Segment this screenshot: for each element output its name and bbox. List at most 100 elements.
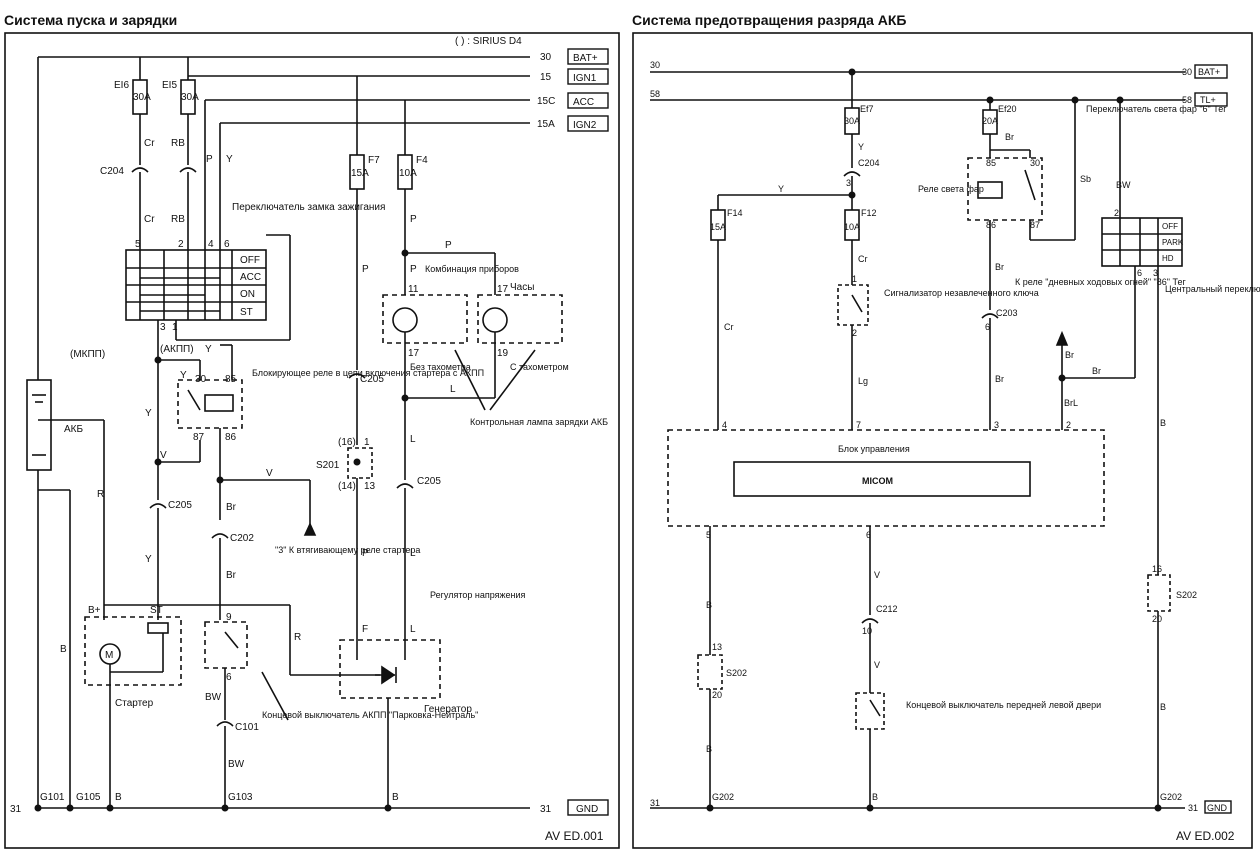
fuse-ef20-name: Ef20 [998, 104, 1017, 114]
wire-l-3: L [410, 548, 416, 559]
r-wire-cr-2: Cr [724, 322, 734, 332]
wire-v-2: V [266, 468, 273, 479]
motor-label: M [105, 650, 113, 661]
drl-label: К реле "дневных ходовых огней" "86" Тег [1015, 277, 1186, 287]
wire-f: F [362, 624, 368, 635]
r-splice-s202a: S202 [726, 668, 747, 678]
bus-num-31: 31 [540, 804, 552, 815]
r-wire-v-2: V [874, 660, 880, 670]
sw-pos-off: OFF [240, 255, 260, 266]
wire-rb-2: RB [171, 214, 185, 225]
wire-l-4: L [410, 624, 416, 635]
wire-b-3: B [392, 792, 399, 803]
r-wire-br-3: Br [995, 374, 1004, 384]
sw-row-off: OFF [1162, 222, 1178, 231]
right-panel-frame [632, 32, 1253, 849]
r-wire-br-5: Br [1092, 366, 1101, 376]
r-wire-y-2: Y [778, 184, 784, 194]
wire-y-1: Y [226, 154, 233, 165]
relay-pin-86: 86 [225, 432, 237, 443]
r-bus-30-left: 30 [650, 60, 660, 70]
r-pin-key1: 1 [852, 274, 857, 284]
r-wire-b-1: B [1160, 418, 1166, 428]
s202a-pin20: 20 [712, 690, 722, 700]
right-panel-id: AV ED.002 [1176, 829, 1235, 843]
r-wire-v-1: V [874, 570, 880, 580]
cu-pin-2: 2 [1066, 420, 1071, 430]
no-tach-label: Без тахометра [410, 362, 471, 372]
r-pin-key2: 2 [852, 328, 857, 338]
conn-c101: C101 [235, 722, 259, 733]
s201-pin-16: (16) [338, 437, 356, 448]
r-pin-c212: 10 [862, 626, 872, 636]
cu-pin-7: 7 [856, 420, 861, 430]
conn-c205-right: C205 [417, 476, 441, 487]
relay-label: Блокирующее реле в цепи включения старте… [252, 368, 484, 378]
fuse-ef20-rating: 20A [982, 116, 998, 126]
cu-pin-5: 5 [706, 530, 711, 540]
park-switch-label: Концевой выключатель АКПП "Парковка-Нейт… [262, 710, 478, 720]
fuse-ei6-rating: 30A [133, 92, 151, 103]
left-panel-title: Система пуска и зарядки [4, 12, 178, 28]
cu-pin-6: 6 [866, 530, 871, 540]
starter-b-label: B+ [88, 605, 101, 616]
sw-row-hd: HD [1162, 254, 1174, 263]
r-pin-sw2: 2 [1114, 208, 1119, 218]
wire-rb-1: RB [171, 138, 185, 149]
sw-pos-acc: ACC [240, 272, 261, 283]
ign1-tag: IGN1 [573, 73, 597, 84]
key-warn-label: Сигнализатор незавлеченного ключа [884, 288, 1039, 298]
fuse-f12-name: F12 [861, 208, 877, 218]
conn-c202: C202 [230, 533, 254, 544]
conn-c205-mid: C205 [360, 374, 384, 385]
wire-r-1: R [97, 489, 104, 500]
battery-label: АКБ [64, 424, 83, 435]
gnd-tag: GND [576, 804, 598, 815]
park-pin-9: 9 [226, 612, 232, 623]
fuse-ei5-name: EI5 [162, 80, 177, 91]
r-wire-b-3: B [706, 744, 712, 754]
r-tl-tag: TL+ [1200, 95, 1216, 105]
r-pin-sw3: 3 [1153, 268, 1158, 278]
fuse-f7-name: F7 [368, 155, 380, 166]
wire-v-1: V [160, 450, 167, 461]
with-tach-label: С тахометром [510, 362, 569, 372]
central-switch-label: Центральный переключатель света [1165, 284, 1260, 294]
r-ground-g202-a: G202 [712, 792, 734, 802]
r-wire-y-1: Y [858, 142, 864, 152]
wire-y-4: Y [145, 408, 152, 419]
fuse-ei5-rating: 30A [181, 92, 199, 103]
sw-pin-1: 1 [172, 322, 178, 333]
sw-pos-on: ON [240, 289, 255, 300]
right-31: 31 [650, 798, 660, 808]
relay-pin-86: 86 [986, 220, 996, 230]
cluster-pin-11: 11 [408, 284, 419, 295]
r-wire-bw: BW [1116, 180, 1131, 190]
r-pin-c203: 6 [985, 322, 990, 332]
wire-y-2: Y [205, 344, 212, 355]
fuse-f4-rating: 10A [399, 168, 417, 179]
clock-pin-17: 17 [497, 284, 509, 295]
left-panel-frame [4, 32, 620, 849]
r-wire-br-4: Br [1065, 350, 1074, 360]
splice-s201: S201 [316, 460, 340, 471]
fuse-ei6-name: EI6 [114, 80, 129, 91]
sw-pin-3: 3 [160, 322, 166, 333]
s202b-pin16: 16 [1152, 564, 1162, 574]
r-wire-b-4: B [1160, 702, 1166, 712]
cu-pin-3: 3 [994, 420, 999, 430]
generator-label: Генератор [424, 704, 472, 715]
s201-pin-14: (14) [338, 481, 356, 492]
starter-st-label: ST [150, 605, 163, 616]
park-pin-6: 6 [226, 672, 232, 683]
r-splice-s202b: S202 [1176, 590, 1197, 600]
relay-pin-85: 85 [986, 158, 996, 168]
r-wire-cr-1: Cr [858, 254, 868, 264]
relay-pin-85: 85 [225, 374, 237, 385]
starter-label: Стартер [115, 698, 154, 709]
r-bus-30-right: 30 [1182, 67, 1192, 77]
r-wire-b-5: B [872, 792, 878, 802]
door-switch-label: Концевой выключатель передней левой двер… [906, 700, 1101, 710]
wire-p-6: P [362, 548, 369, 559]
fuse-f4-name: F4 [416, 155, 428, 166]
